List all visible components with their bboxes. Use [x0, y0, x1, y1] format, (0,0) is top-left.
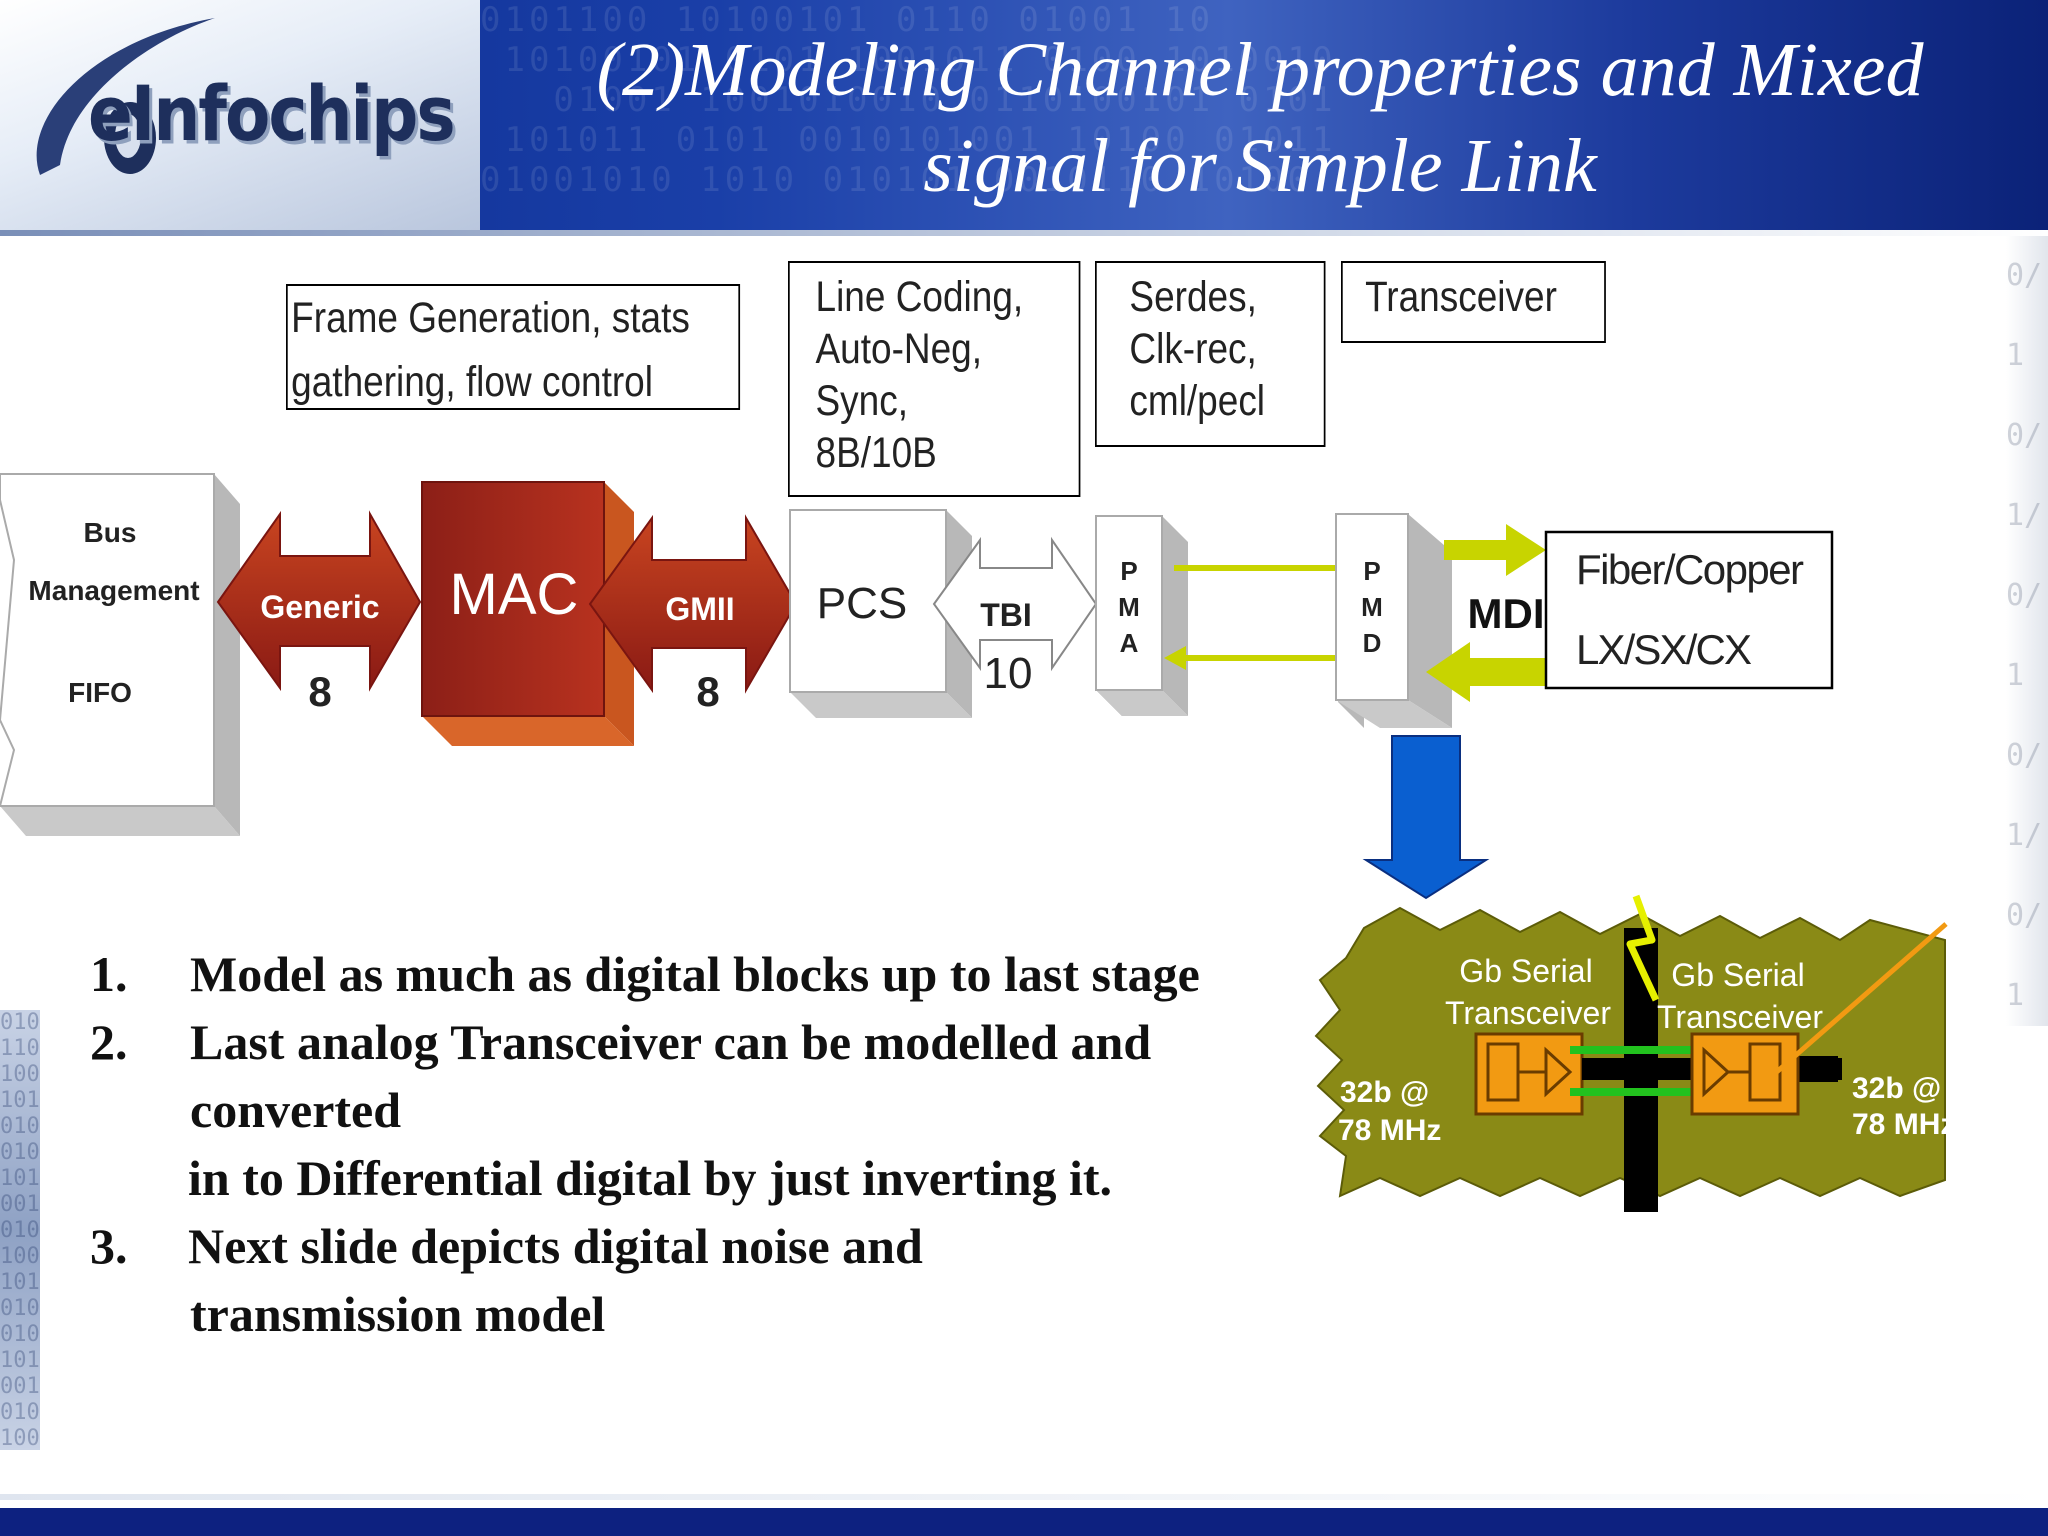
- label-line: Frame Generation, stats: [291, 294, 690, 342]
- label-line: Line Coding,: [815, 273, 1024, 321]
- label-line: cml/pecl: [1129, 377, 1266, 425]
- pma-block: [1095, 515, 1188, 716]
- label-line: Serdes,: [1129, 273, 1257, 321]
- company-logo: eInfochips: [88, 70, 456, 159]
- pma-letter-m: M: [1118, 592, 1140, 622]
- right-binary-decoration: 0/10/1/0/10/1/0/1: [2006, 236, 2048, 1026]
- generic-double-arrow: [216, 510, 422, 692]
- generic-width-label: 8: [308, 668, 331, 715]
- pcs-block: [789, 509, 972, 718]
- pmd-letter-m: M: [1361, 592, 1383, 622]
- pma-letter-p: P: [1120, 556, 1137, 586]
- fiber-copper-box: [1544, 530, 1834, 690]
- bullet-number: 3.: [90, 1218, 128, 1274]
- bullet-list: 1. Model as much as digital blocks up to…: [90, 940, 1350, 1342]
- title-line-2: signal for Simple Link: [923, 124, 1597, 208]
- bus-label: Bus: [84, 517, 137, 548]
- logo-swoosh-icon: [36, 18, 215, 175]
- serdes-label: Serdes, Clk-rec, cml/pecl: [1095, 261, 1326, 447]
- pma-pmd-arrows: [1164, 556, 1362, 670]
- lx-sx-cx-label: LX/SX/CX: [1576, 626, 1752, 673]
- title-line-1: (2)Modeling Channel properties and Mixed: [596, 28, 1924, 112]
- bullet-text: in to Differential digital by just inver…: [188, 1150, 1113, 1206]
- bullet-text: Last analog Transceiver can be modelled …: [190, 1014, 1152, 1070]
- tbi-label: TBI: [980, 597, 1032, 633]
- bus-management-block: [0, 473, 240, 836]
- footer-bar: [0, 1508, 2048, 1536]
- binary-background-pattern: 0101100 10100101 0110 01001 10 10100101 …: [480, 0, 1337, 200]
- bullet-number: 1.: [90, 946, 128, 1002]
- bullet-text: Next slide depicts digital noise and: [188, 1218, 923, 1274]
- label-line: Transceiver: [1365, 273, 1557, 321]
- left-rate-1: 32b @: [1340, 1076, 1429, 1109]
- transceiver-label: Transceiver: [1341, 261, 1606, 343]
- left-transceiver-title-2: Transceiver: [1445, 995, 1611, 1031]
- blue-down-arrow: [1362, 735, 1490, 900]
- logo-panel: eInfochips: [0, 0, 480, 230]
- bullet-text: Model as much as digital blocks up to la…: [190, 946, 1200, 1002]
- label-line: Sync,: [815, 377, 909, 425]
- bullet-number: 2.: [90, 1014, 128, 1070]
- label-line: Auto-Neg,: [815, 325, 983, 373]
- fiber-copper-label: Fiber/Copper: [1576, 546, 1804, 593]
- mac-label: MAC: [450, 562, 579, 627]
- frame-generation-label: Frame Generation, stats gathering, flow …: [286, 284, 741, 410]
- label-line: gathering, flow control: [291, 358, 653, 406]
- pmd-letter-p: P: [1363, 556, 1380, 586]
- pmd-fiber-arrows: [1426, 524, 1546, 702]
- label-line: 8B/10B: [815, 429, 937, 477]
- bullet-text: converted: [190, 1082, 402, 1138]
- left-rate-2: 78 MHz: [1338, 1114, 1441, 1147]
- management-label: Management: [28, 575, 199, 606]
- serial-transceiver-inset: [1314, 894, 1948, 1212]
- fifo-label: FIFO: [68, 677, 132, 708]
- pmd-letter-d: D: [1363, 628, 1382, 658]
- pcs-label: PCS: [817, 579, 907, 628]
- right-transceiver-title-2: Transceiver: [1657, 999, 1823, 1035]
- line-coding-label: Line Coding, Auto-Neg, Sync, 8B/10B: [788, 261, 1081, 497]
- right-rate-2: 78 MHz: [1852, 1108, 1955, 1141]
- bullet-text: transmission model: [190, 1286, 606, 1342]
- gmii-width-label: 8: [696, 668, 719, 715]
- left-transceiver-title-1: Gb Serial: [1459, 953, 1592, 989]
- header-divider: [0, 230, 2048, 236]
- gmii-label: GMII: [665, 591, 734, 627]
- right-rate-1: 32b @: [1852, 1072, 1941, 1105]
- footer-divider: [0, 1494, 2048, 1500]
- label-line: Clk-rec,: [1129, 325, 1257, 373]
- pmd-block: [1335, 513, 1452, 728]
- mdi-label: MDI: [1468, 590, 1545, 637]
- left-binary-decoration: 0101101001010100101010010101001010100101…: [0, 1010, 40, 1450]
- generic-label: Generic: [260, 589, 379, 625]
- slide-title: (2)Modeling Channel properties and Mixed…: [490, 22, 2030, 214]
- tbi-width-label: 10: [984, 649, 1033, 698]
- pma-letter-a: A: [1120, 628, 1139, 658]
- right-transceiver-title-1: Gb Serial: [1671, 957, 1804, 993]
